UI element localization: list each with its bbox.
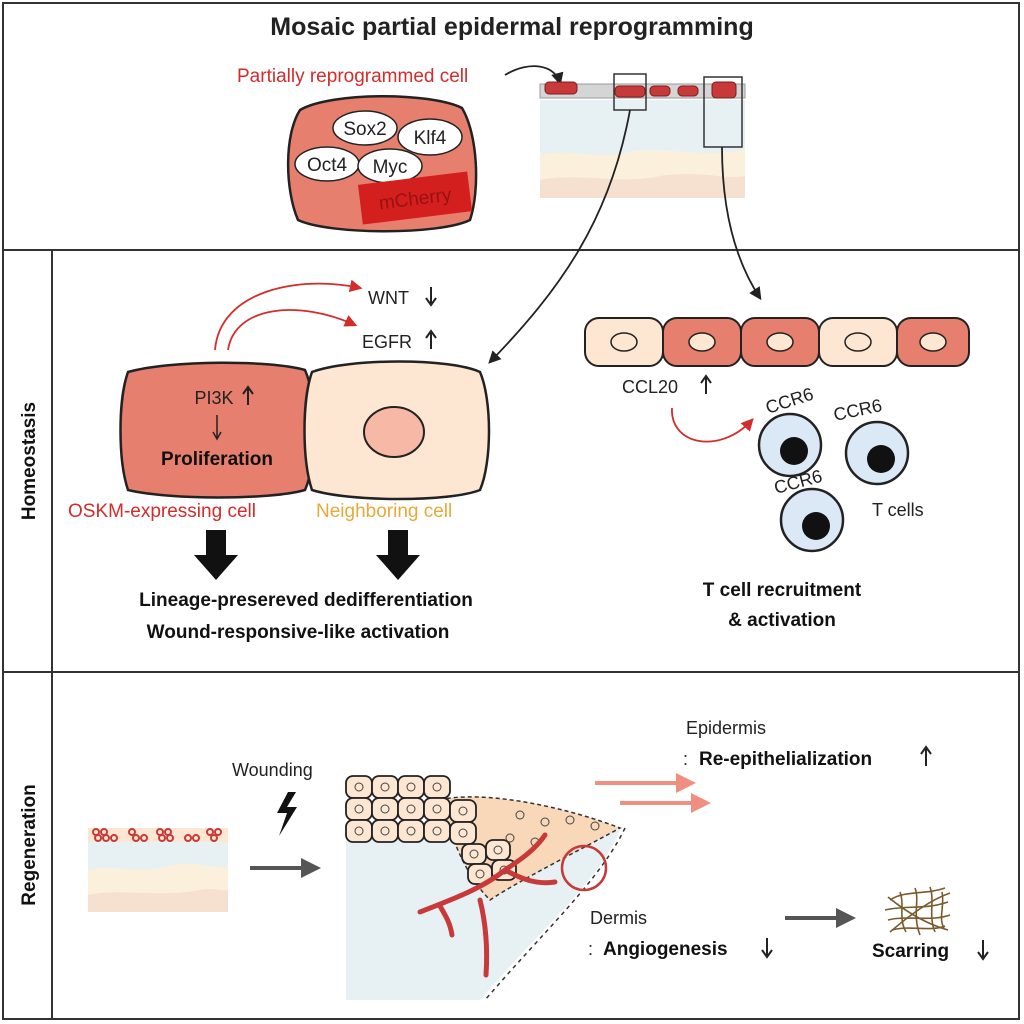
reepithelialization-label: Re-epithelialization: [699, 749, 872, 770]
outcome-line-2: Wound-responsive-like activation: [147, 622, 450, 643]
dermis-label: Dermis: [590, 908, 647, 928]
wnt-down-arrow: [425, 287, 437, 307]
factor-oct4: Oct4: [307, 155, 348, 176]
tcell-1: [757, 412, 823, 478]
arrow-to-oskm-cell: [488, 109, 631, 364]
epidermis-colon: :: [683, 749, 688, 769]
pi3k-up-arrow: [242, 385, 254, 405]
arrow-to-egfr: [227, 309, 358, 351]
pi3k-to-proliferation-arrow: [212, 415, 222, 441]
ccl20-to-tcell-arrow: [671, 407, 754, 443]
tcell-2: [844, 420, 910, 486]
lightning-bolt-icon: [277, 792, 297, 836]
outcome-arrow-right: [376, 530, 420, 580]
epidermal-cell-row: [584, 317, 970, 367]
scarring-down-arrow: [977, 940, 989, 961]
small-skin-block: [88, 828, 228, 912]
tcells-label: T cells: [872, 500, 924, 520]
reepithelialization-up-arrow: [920, 745, 932, 766]
partially-reprogrammed-cell-label: Partially reprogrammed cell: [237, 66, 468, 87]
figure-title: Mosaic partial epidermal reprogramming: [270, 13, 753, 41]
factor-myc: Myc: [373, 157, 408, 178]
section-label-regeneration: Regeneration: [19, 784, 40, 905]
skin-block: [539, 73, 746, 198]
wound-diagram: [345, 775, 626, 1001]
zoom-box-right: [703, 76, 743, 148]
section-label-homeostasis: Homeostasis: [19, 402, 40, 520]
dermis-colon: :: [588, 939, 593, 959]
egfr-up-arrow: [425, 329, 437, 349]
angiogenesis-down-arrow: [761, 938, 773, 959]
neighboring-cell: [303, 360, 491, 501]
scarring-label: Scarring: [872, 941, 949, 962]
epidermis-label: Epidermis: [686, 718, 766, 738]
ccr6-label-2: CCR6: [832, 395, 884, 425]
angiogenesis-label: Angiogenesis: [603, 939, 728, 960]
factor-sox2: Sox2: [343, 119, 386, 140]
cell-callout-arrow: [504, 65, 564, 86]
wounding-label: Wounding: [232, 760, 313, 780]
oskm-expressing-cell: PI3K Proliferation: [119, 361, 316, 499]
tcell-outcome-line-2: & activation: [728, 610, 836, 631]
ccl20-label: CCL20: [622, 377, 678, 397]
outcome-line-1: Lineage-presereved dedifferentiation: [139, 590, 473, 611]
pi3k-label: PI3K: [194, 388, 233, 408]
outcome-arrow-left: [194, 530, 238, 580]
ccr6-label-1: CCR6: [763, 384, 816, 418]
tcell-outcome-line-1: T cell recruitment: [703, 580, 862, 601]
neighbor-cell-label: Neighboring cell: [316, 501, 452, 522]
factor-klf4: Klf4: [414, 128, 447, 149]
reprogrammed-cell: Sox2 Klf4 Oct4 Myc mCherry: [286, 95, 478, 233]
mcherry-reporter: [357, 171, 473, 225]
tcell-3: [779, 487, 845, 553]
arrow-to-wnt: [214, 279, 363, 351]
arrow-to-epidermal-row: [721, 146, 762, 301]
wnt-label: WNT: [368, 288, 409, 308]
oskm-cell-label: OSKM-expressing cell: [68, 501, 256, 522]
angiogenesis-highlight: [560, 844, 608, 892]
ccl20-up-arrow: [700, 374, 712, 394]
proliferation-label: Proliferation: [161, 449, 273, 470]
egfr-label: EGFR: [362, 332, 412, 352]
scar-fibers-icon: [884, 886, 951, 936]
